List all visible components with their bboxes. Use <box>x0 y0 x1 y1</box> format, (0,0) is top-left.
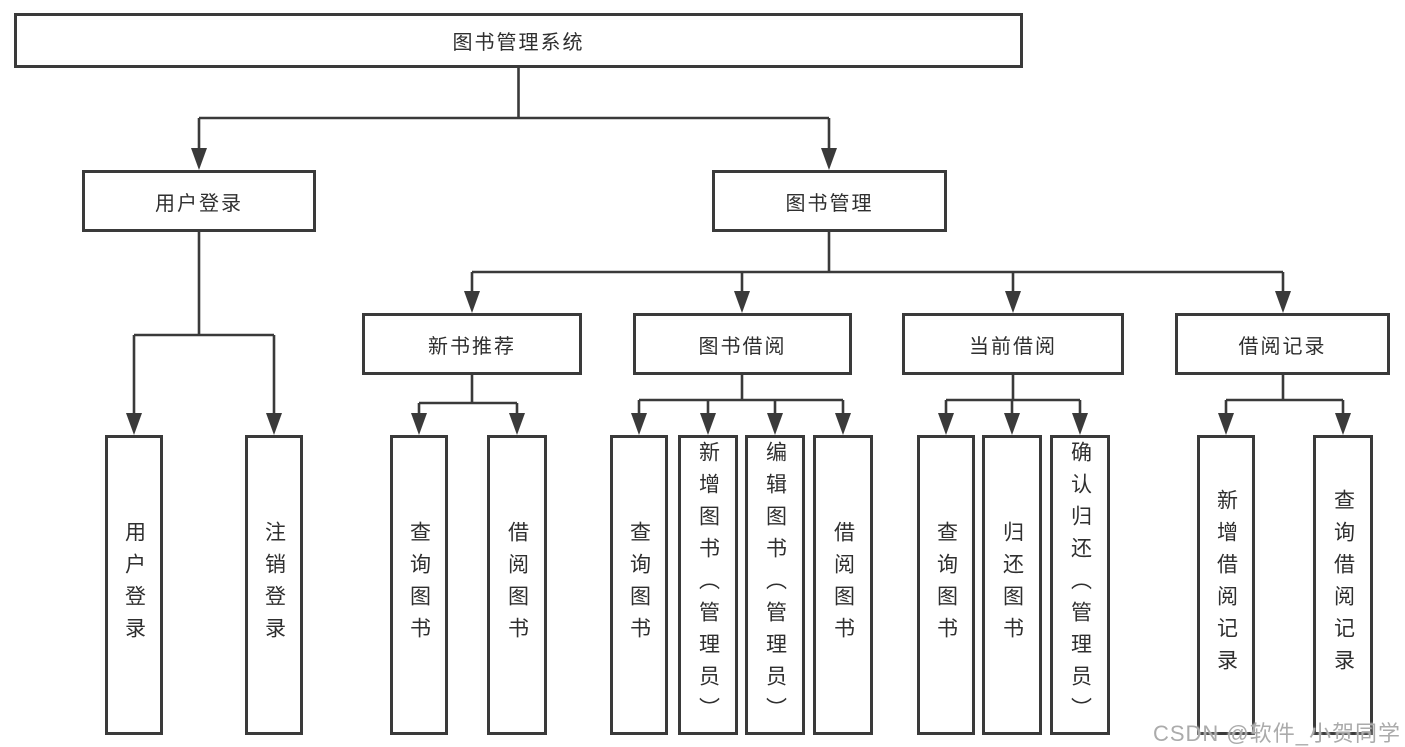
leaf-user-login: 用户登录 <box>105 435 163 735</box>
leaf-label: 新增借阅记录 <box>1214 489 1238 681</box>
leaf-label: 查询图书 <box>627 521 651 649</box>
csdn-watermark: CSDN @软件_小贺同学 <box>1152 721 1401 746</box>
leaf-label: 新增图书（管理员） <box>696 441 720 729</box>
leaf-label: 借阅图书 <box>505 521 529 649</box>
node-book-borrow: 图书借阅 <box>633 313 852 375</box>
leaf-confirm-return-admin: 确认归还（管理员） <box>1050 435 1110 735</box>
leaf-return-books: 归还图书 <box>982 435 1042 735</box>
leaf-query-books: 查询图书 <box>610 435 668 735</box>
leaf-label: 查询图书 <box>407 521 431 649</box>
node-label: 新书推荐 <box>428 335 516 358</box>
node-current-borrow: 当前借阅 <box>902 313 1124 375</box>
node-label: 当前借阅 <box>969 335 1057 358</box>
leaf-label: 注销登录 <box>262 521 286 649</box>
leaf-label: 归还图书 <box>1000 521 1024 649</box>
leaf-query-books: 查询图书 <box>917 435 975 735</box>
leaf-label: 查询图书 <box>934 521 958 649</box>
leaf-label: 用户登录 <box>122 521 146 649</box>
leaf-add-books-admin: 新增图书（管理员） <box>678 435 738 735</box>
leaf-add-borrow-record: 新增借阅记录 <box>1197 435 1255 735</box>
node-label: 图书借阅 <box>698 335 787 358</box>
leaf-label: 确认归还（管理员） <box>1068 441 1092 729</box>
node-label: 图书管理 <box>785 192 874 215</box>
node-system-root: 图书管理系统 <box>14 13 1023 68</box>
node-borrow-records: 借阅记录 <box>1175 313 1390 375</box>
leaf-logout: 注销登录 <box>245 435 303 735</box>
leaf-borrow-books: 借阅图书 <box>813 435 873 735</box>
leaf-query-borrow-record: 查询借阅记录 <box>1313 435 1373 735</box>
leaf-edit-books-admin: 编辑图书（管理员） <box>745 435 805 735</box>
node-label: 图书管理系统 <box>452 32 585 54</box>
node-book-management: 图书管理 <box>712 170 947 232</box>
leaf-label: 借阅图书 <box>831 521 855 649</box>
node-label: 借阅记录 <box>1238 335 1327 358</box>
node-new-book-recommend: 新书推荐 <box>362 313 582 375</box>
leaf-label: 编辑图书（管理员） <box>763 441 787 729</box>
node-user-login: 用户登录 <box>82 170 316 232</box>
leaf-label: 查询借阅记录 <box>1331 489 1355 681</box>
node-label: 用户登录 <box>155 192 243 215</box>
leaf-query-books: 查询图书 <box>390 435 448 735</box>
leaf-borrow-books: 借阅图书 <box>487 435 547 735</box>
